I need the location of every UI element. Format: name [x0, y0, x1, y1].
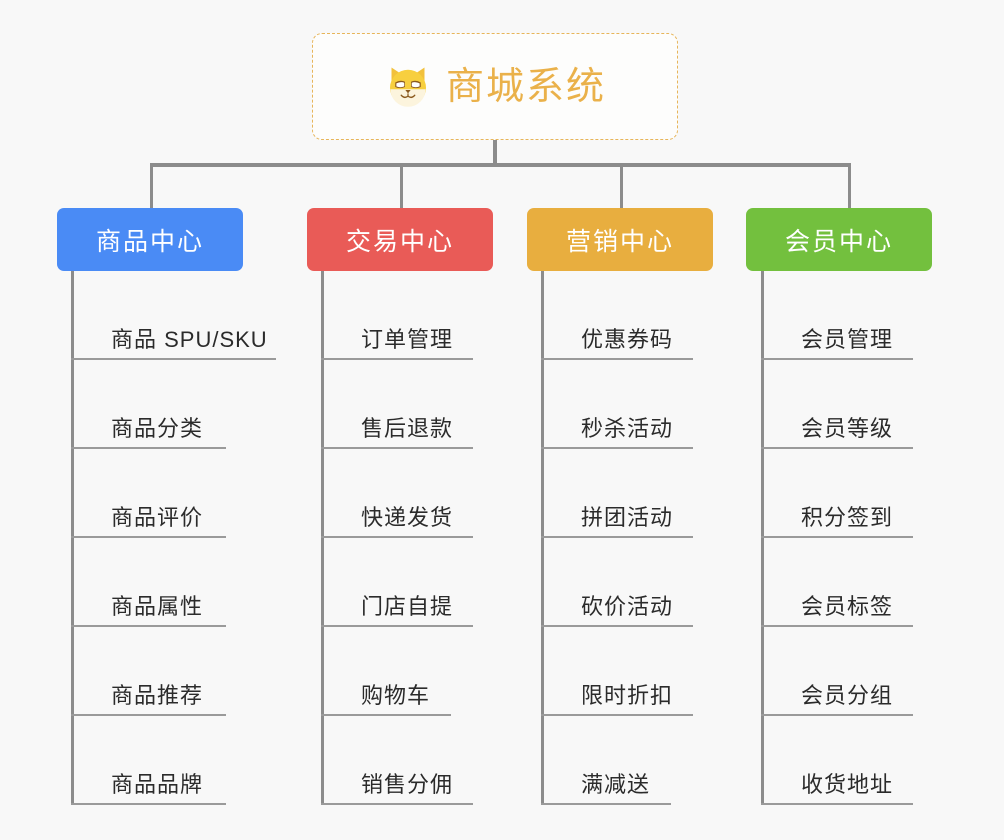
- list-item[interactable]: 销售分佣: [321, 716, 481, 805]
- leaf-underline: [761, 803, 913, 805]
- leaf-label: 商品推荐: [111, 683, 204, 708]
- leaf-label: 会员标签: [801, 594, 894, 619]
- leaf-label: 商品属性: [111, 594, 204, 619]
- list-item[interactable]: 商品分类: [71, 360, 286, 449]
- category-label: 会员中心: [784, 227, 893, 256]
- category-label: 营销中心: [565, 227, 674, 256]
- leaf-underline: [541, 447, 693, 449]
- root-title: 商城系统: [445, 65, 606, 108]
- connector-horizontal-bus: [150, 163, 851, 167]
- category-box-交易中心[interactable]: 交易中心: [307, 208, 493, 271]
- leaf-label: 订单管理: [361, 327, 454, 352]
- leaf-label: 快递发货: [361, 505, 454, 530]
- category-box-会员中心[interactable]: 会员中心: [746, 208, 932, 271]
- leaf-underline: [541, 625, 693, 627]
- leaf-underline: [761, 625, 913, 627]
- column-rail: [71, 271, 74, 805]
- list-item[interactable]: 限时折扣: [541, 627, 701, 716]
- leaf-underline: [71, 536, 226, 538]
- leaf-label: 会员等级: [801, 416, 894, 441]
- leaf-label: 购物车: [361, 683, 431, 708]
- list-item[interactable]: 会员等级: [761, 360, 921, 449]
- leaf-underline: [761, 447, 913, 449]
- leaf-label: 优惠券码: [581, 327, 674, 352]
- list-item[interactable]: 商品评价: [71, 449, 286, 538]
- leaf-underline: [71, 803, 226, 805]
- dog-face-icon: [389, 67, 426, 107]
- root-node[interactable]: 商城系统: [312, 33, 678, 140]
- leaf-label: 砍价活动: [581, 594, 674, 619]
- list-item[interactable]: 商品 SPU/SKU: [71, 271, 286, 360]
- connector-root-trunk: [493, 140, 497, 165]
- leaf-label: 积分签到: [801, 505, 894, 530]
- list-item[interactable]: 会员分组: [761, 627, 921, 716]
- leaf-underline: [541, 714, 693, 716]
- list-item[interactable]: 快递发货: [321, 449, 481, 538]
- list-item[interactable]: 商品推荐: [71, 627, 286, 716]
- leaf-label: 商品品牌: [111, 772, 204, 797]
- connector-drop-4: [848, 163, 851, 208]
- leaf-underline: [71, 625, 226, 627]
- leaf-label: 商品分类: [111, 416, 204, 441]
- list-item[interactable]: 商品品牌: [71, 716, 286, 805]
- leaf-column-交易中心: 订单管理 售后退款 快递发货 门店自提 购物车 销售分佣: [321, 271, 481, 805]
- leaf-label: 商品 SPU/SKU: [111, 327, 268, 352]
- leaf-label: 门店自提: [361, 594, 454, 619]
- leaf-underline: [71, 358, 276, 360]
- list-item[interactable]: 优惠券码: [541, 271, 701, 360]
- leaf-column-会员中心: 会员管理 会员等级 积分签到 会员标签 会员分组 收货地址: [761, 271, 921, 805]
- leaf-column-商品中心: 商品 SPU/SKU 商品分类 商品评价 商品属性 商品推荐 商品品牌: [71, 271, 286, 805]
- category-label: 商品中心: [95, 227, 204, 256]
- leaf-label: 销售分佣: [361, 772, 454, 797]
- leaf-underline: [321, 358, 473, 360]
- column-rail: [321, 271, 324, 805]
- column-rail: [761, 271, 764, 805]
- leaf-underline: [321, 447, 473, 449]
- list-item[interactable]: 门店自提: [321, 538, 481, 627]
- leaf-label: 限时折扣: [581, 683, 674, 708]
- leaf-underline: [761, 714, 913, 716]
- leaf-underline: [541, 358, 693, 360]
- list-item[interactable]: 会员标签: [761, 538, 921, 627]
- list-item[interactable]: 砍价活动: [541, 538, 701, 627]
- leaf-underline: [761, 358, 913, 360]
- leaf-label: 拼团活动: [581, 505, 674, 530]
- connector-drop-3: [620, 163, 623, 208]
- list-item[interactable]: 秒杀活动: [541, 360, 701, 449]
- leaf-underline: [321, 714, 451, 716]
- leaf-underline: [71, 714, 226, 716]
- list-item[interactable]: 订单管理: [321, 271, 481, 360]
- leaf-underline: [541, 803, 671, 805]
- column-rail: [541, 271, 544, 805]
- connector-drop-2: [400, 163, 403, 208]
- leaf-label: 商品评价: [111, 505, 204, 530]
- list-item[interactable]: 会员管理: [761, 271, 921, 360]
- connector-drop-1: [150, 163, 153, 208]
- list-item[interactable]: 售后退款: [321, 360, 481, 449]
- leaf-underline: [71, 447, 226, 449]
- category-label: 交易中心: [345, 227, 454, 256]
- leaf-underline: [541, 536, 693, 538]
- leaf-label: 售后退款: [361, 416, 454, 441]
- category-box-营销中心[interactable]: 营销中心: [527, 208, 713, 271]
- list-item[interactable]: 购物车: [321, 627, 481, 716]
- list-item[interactable]: 积分签到: [761, 449, 921, 538]
- leaf-label: 收货地址: [801, 772, 894, 797]
- leaf-underline: [321, 625, 473, 627]
- list-item[interactable]: 收货地址: [761, 716, 921, 805]
- list-item[interactable]: 拼团活动: [541, 449, 701, 538]
- leaf-column-营销中心: 优惠券码 秒杀活动 拼团活动 砍价活动 限时折扣 满减送: [541, 271, 701, 805]
- leaf-label: 会员管理: [801, 327, 894, 352]
- leaf-label: 秒杀活动: [581, 416, 674, 441]
- leaf-underline: [321, 803, 473, 805]
- category-box-商品中心[interactable]: 商品中心: [57, 208, 243, 271]
- leaf-label: 会员分组: [801, 683, 894, 708]
- leaf-underline: [321, 536, 473, 538]
- leaf-label: 满减送: [581, 772, 651, 797]
- list-item[interactable]: 商品属性: [71, 538, 286, 627]
- list-item[interactable]: 满减送: [541, 716, 701, 805]
- leaf-underline: [761, 536, 913, 538]
